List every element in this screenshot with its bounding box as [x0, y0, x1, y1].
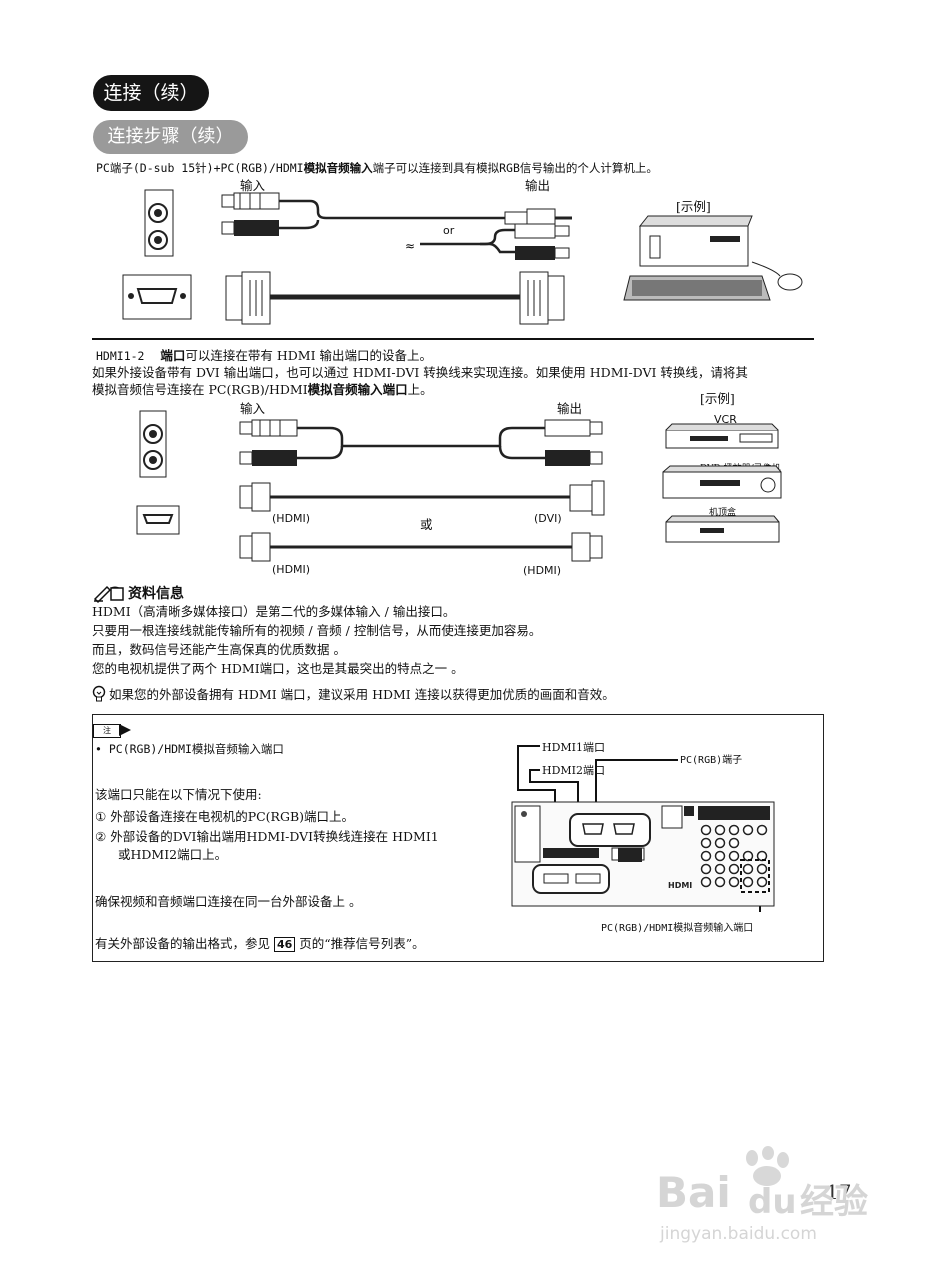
- hdmi-port-code: HDMI1-2: [96, 349, 145, 363]
- note-item-1-num: ①: [95, 809, 107, 824]
- page-reference-badge: 46: [274, 937, 296, 952]
- hdmi-port-panel-icon: [136, 505, 180, 535]
- hdmi-intro-bold: 端口: [160, 348, 186, 363]
- tv-back-panel-diagram: HDMI: [511, 745, 775, 912]
- info-line-4: 您的电视机提供了两个 HDMI端口，这也是其最突出的特点之一 。: [92, 661, 464, 676]
- set-top-box-icon: [665, 515, 780, 543]
- cable2-right-label: (HDMI): [523, 564, 562, 577]
- note-item-1-text: 外部设备连接在电视机的PC(RGB)端口上。: [110, 809, 355, 824]
- cable1-left-label: (HDMI): [272, 512, 311, 525]
- audio-jack-panel-icon: [144, 189, 174, 257]
- label-audio-port: PC(RGB)/HDMI模拟音频输入端口: [601, 923, 754, 934]
- pc-intro-post: 端子可以连接到具有模拟RGB信号输出的个人计算机上。: [372, 161, 658, 175]
- pc-output-label: 输出: [525, 178, 551, 193]
- rca-plug-left-icon: [221, 192, 280, 236]
- personal-computer-icon: [623, 215, 803, 301]
- rca-port-grid-icon: [700, 824, 768, 888]
- pc-or-label: or: [443, 224, 455, 237]
- label-hdmi2-port: HDMI2端口: [542, 764, 606, 777]
- note-ref-post: 页的“推荐信号列表”。: [299, 936, 425, 951]
- hdmi-intro-rest: 可以连接在带有 HDMI 输出端口的设备上。: [185, 348, 432, 363]
- note-item-1: ① 外部设备连接在电视机的PC(RGB)端口上。: [95, 808, 354, 825]
- hdmi-line3-pre: 模拟音频信号连接在 PC(RGB)/HDMI: [92, 382, 308, 397]
- hdmi-intro-line3: 模拟音频信号连接在 PC(RGB)/HDMI模拟音频输入端口上。: [92, 381, 433, 398]
- info-line-3: 而且，数码信号还能产生高保真的优质数据 。: [92, 642, 346, 657]
- note-usage: 该端口只能在以下情况下使用:: [95, 787, 262, 802]
- hdmi-input-label: 输入: [240, 401, 266, 416]
- note-item-2a-text: 外部设备的DVI输出端用HDMI-DVI转换线连接在 HDMI1: [110, 829, 439, 844]
- pc-intro-pre: PC端子(D-sub 15针)+PC(RGB)/HDMI: [96, 161, 304, 175]
- dsub-port-panel-icon: [122, 274, 192, 320]
- audio-port-highlight: [740, 859, 770, 893]
- page-number: 17: [826, 1180, 852, 1204]
- note-item-2: ② 外部设备的DVI输出端用HDMI-DVI转换线连接在 HDMI1: [95, 828, 439, 845]
- hdmi-output-label: 输出: [557, 401, 583, 416]
- hdmi-line3-bold: 模拟音频输入端口: [307, 382, 408, 397]
- note-box: [92, 714, 824, 962]
- audio-jack-panel-icon: [139, 410, 167, 478]
- paw-icon: [746, 1146, 789, 1186]
- hdmi-dvi-cable-icon: [239, 480, 605, 516]
- hdmi-intro-line2: 如果外接设备带有 DVI 输出端口，也可以通过 HDMI-DVI 转换线来实现连…: [92, 365, 748, 380]
- info-line-1: HDMI（高清晰多媒体接口）是第二代的多媒体输入 / 输出接口。: [92, 604, 456, 619]
- cable1-right-label: (DVI): [534, 512, 562, 525]
- note-arrow-icon: [119, 724, 131, 736]
- device-vcr-label: VCR: [714, 413, 737, 426]
- memo-pen-icon: [93, 585, 124, 604]
- device-stb-label: 机顶盒: [709, 508, 737, 518]
- hdmi-line3-post: 上。: [407, 382, 433, 397]
- hdmi-hdmi-cable-icon: [239, 532, 603, 562]
- watermark-brand: Bai: [656, 1168, 731, 1217]
- watermark-url: jingyan.baidu.com: [660, 1224, 817, 1244]
- vcr-device-icon: [665, 423, 779, 449]
- note-item-2-num: ②: [95, 829, 107, 844]
- hdmi-example-label: [示例]: [700, 391, 735, 406]
- note-ensure: 确保视频和音频端口连接在同一台外部设备上 。: [95, 894, 362, 909]
- hdmi-connection-diagram: [136, 410, 782, 562]
- mini-jack-plug-icon: [504, 208, 572, 228]
- hdmi-intro-line1: HDMI1-2 端口可以连接在带有 HDMI 输出端口的设备上。: [96, 347, 432, 365]
- pc-intro: PC端子(D-sub 15针)+PC(RGB)/HDMI模拟音频输入端子可以连接…: [96, 160, 658, 177]
- info-line-2: 只要用一根连接线就能传输所有的视频 / 音频 / 控制信号，从而使连接更加容易。: [92, 623, 542, 638]
- info-tip: 如果您的外部设备拥有 HDMI 端口，建议采用 HDMI 连接以获得更加优质的画…: [109, 687, 615, 702]
- pc-connection-diagram: ≈: [122, 189, 803, 325]
- note-reference: 有关外部设备的输出格式，参见 46 页的“推荐信号列表”。: [95, 935, 425, 952]
- label-hdmi1-port: HDMI1端口: [542, 741, 606, 754]
- section-title: 连接（续）: [93, 75, 209, 111]
- svg-text:≈: ≈: [405, 239, 415, 253]
- label-pc-port: PC(RGB)端子: [680, 755, 743, 766]
- info-title: 资料信息: [128, 586, 184, 602]
- note-item-2b: 或HDMI2端口上。: [118, 847, 228, 862]
- note-bullet: • PC(RGB)/HDMI模拟音频输入端口: [95, 742, 284, 756]
- cable-or-label: 或: [420, 517, 433, 532]
- dvd-player-icon: [662, 465, 782, 499]
- note-ref-pre: 有关外部设备的输出格式，参见: [95, 936, 271, 951]
- cable2-left-label: (HDMI): [272, 563, 311, 576]
- pc-intro-bold: 模拟音频输入: [303, 161, 373, 175]
- pc-input-label: 输入: [240, 178, 266, 193]
- baidu-watermark: Bai du 经验 jingyan.baidu.com: [640, 1146, 880, 1248]
- pc-example-label: [示例]: [676, 199, 711, 214]
- lightbulb-icon: [92, 685, 106, 702]
- svg-text:HDMI: HDMI: [668, 881, 692, 890]
- rca-plug-right-icon: [514, 223, 570, 260]
- watermark-brand2: du: [748, 1182, 797, 1222]
- vga-cable-icon: [225, 271, 565, 325]
- section-subtitle: 连接步骤（续）: [93, 120, 248, 154]
- section-divider: [92, 338, 814, 340]
- rca-cable-icon: [239, 419, 603, 466]
- watermark-cn: 经验: [800, 1182, 868, 1222]
